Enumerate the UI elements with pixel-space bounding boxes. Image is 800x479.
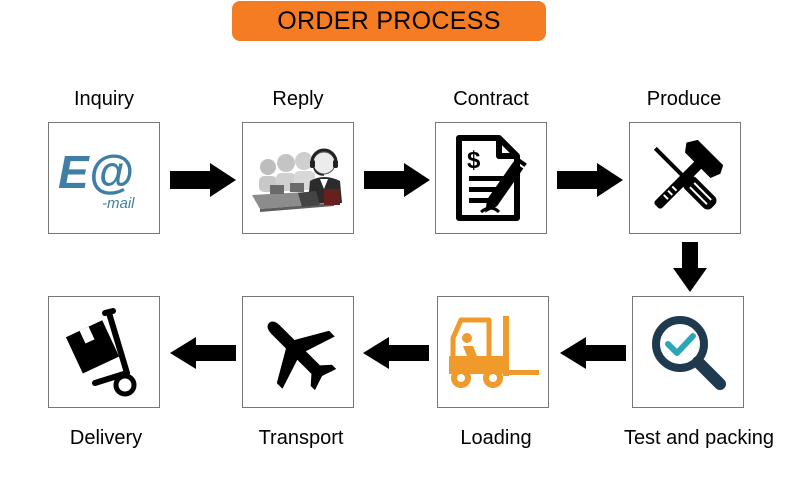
step-transport [242, 296, 354, 408]
forklift-icon [449, 316, 539, 388]
arrow-transport-to-delivery [170, 337, 236, 369]
arrow-loading-to-transport [363, 337, 429, 369]
step-label-test-packing: Test and packing [623, 427, 775, 449]
title-banner: ORDER PROCESS [232, 1, 546, 41]
step-inquiry: E@ -mail [48, 122, 160, 234]
inspection-icon [652, 316, 726, 390]
email-icon-sub-text: -mail [102, 195, 135, 212]
step-label-loading: Loading [460, 427, 532, 449]
step-produce [629, 122, 741, 234]
arrow-test-to-loading [560, 337, 626, 369]
step-delivery [48, 296, 160, 408]
customer-service-icon [252, 148, 342, 212]
arrow-inquiry-to-reply [170, 163, 236, 197]
step-loading [437, 296, 549, 408]
arrow-produce-to-test [673, 242, 707, 292]
tools-icon [653, 139, 724, 210]
email-icon: E@ -mail [58, 146, 135, 212]
arrow-reply-to-contract [364, 163, 430, 197]
page-title: ORDER PROCESS [277, 6, 501, 35]
arrow-contract-to-produce [557, 163, 623, 197]
contract-icon: $ [456, 135, 527, 221]
svg-text:$: $ [467, 147, 481, 174]
hand-truck-icon [65, 308, 137, 397]
step-label-contract: Contract [453, 88, 529, 110]
step-label-inquiry: Inquiry [73, 88, 135, 110]
step-label-transport: Transport [258, 427, 344, 449]
step-label-produce: Produce [646, 88, 722, 110]
step-label-reply: Reply [272, 88, 324, 110]
step-test-and-packing [632, 296, 744, 408]
email-icon-main-text: E@ [58, 146, 134, 198]
step-reply [242, 122, 354, 234]
step-label-delivery: Delivery [69, 427, 143, 449]
airplane-icon [267, 321, 337, 391]
step-contract: $ [435, 122, 547, 234]
